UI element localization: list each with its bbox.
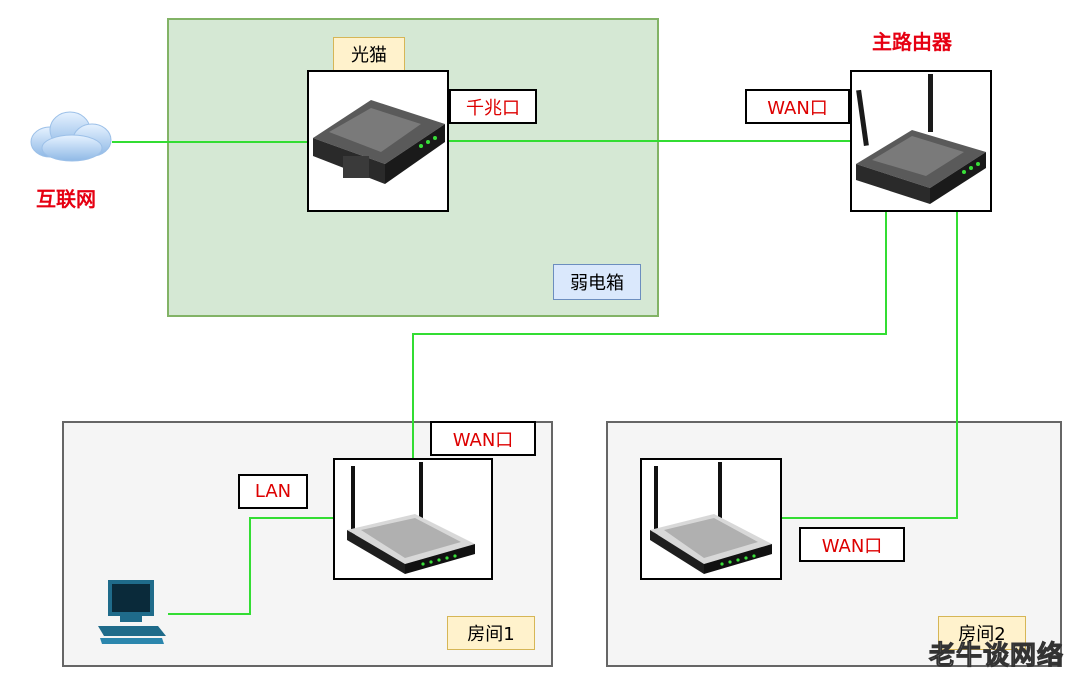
watermark-text: 老牛谈网络 xyxy=(928,641,1064,672)
room1-router-device xyxy=(333,458,493,580)
room2-wan-label: WAN口 xyxy=(799,527,905,562)
router-icon xyxy=(856,74,986,204)
modem-icon xyxy=(313,100,445,184)
router-to-room1-link xyxy=(412,212,887,458)
room1-label: 房间1 xyxy=(447,616,535,650)
computer-icon xyxy=(98,580,166,644)
room1-wan-label: WAN口 xyxy=(430,421,536,456)
wireless-router-icon xyxy=(347,462,475,574)
weak-box-label: 弱电箱 xyxy=(553,264,641,300)
wireless-router-icon xyxy=(650,462,772,574)
room1-lan-label: LAN xyxy=(238,474,308,509)
room2-router-device xyxy=(640,458,782,580)
main-router-device xyxy=(850,70,992,212)
main-router-wan-label: WAN口 xyxy=(745,89,850,124)
optical-modem-label: 光猫 xyxy=(333,37,405,71)
gigabit-port-label: 千兆口 xyxy=(449,89,537,124)
optical-modem-device xyxy=(307,70,449,212)
room1-router-to-pc-link xyxy=(168,517,333,615)
cloud-icon xyxy=(30,111,112,162)
internet-label: 互联网 xyxy=(36,187,96,211)
main-router-label: 主路由器 xyxy=(872,30,952,54)
room2-label: 房间2 xyxy=(938,616,1026,650)
router-to-room2-link xyxy=(782,212,958,519)
